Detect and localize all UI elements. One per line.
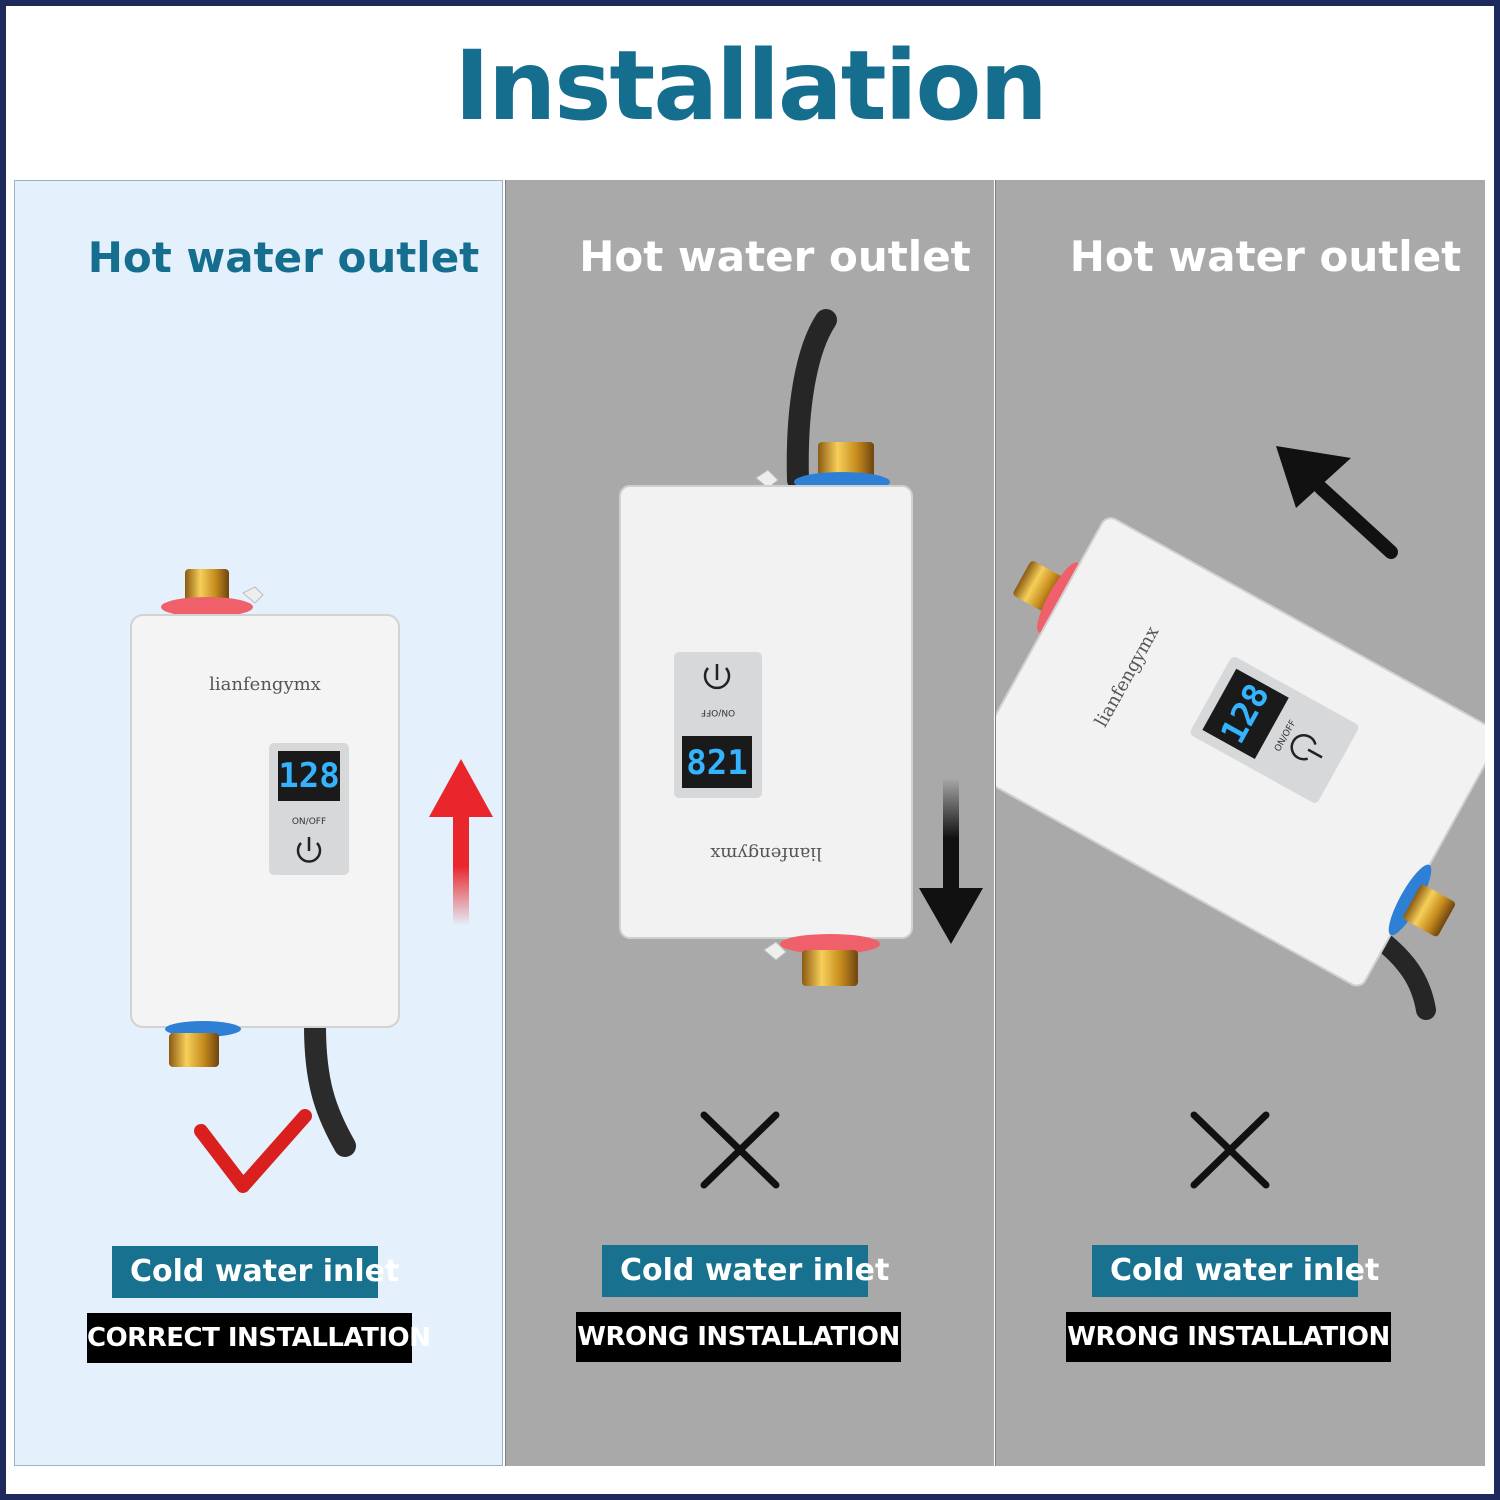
power-icon	[1290, 733, 1323, 761]
panel-wrong-installation-inverted: Hot water outlet ON/OFF 821 lianfengymx	[505, 180, 994, 1466]
verdict-label: WRONG INSTALLATION	[1066, 1312, 1391, 1362]
power-icon	[703, 664, 731, 690]
arrow-up-icon	[429, 759, 493, 926]
cold-fitting-icon	[818, 442, 874, 480]
hot-ring-icon	[161, 597, 253, 617]
onoff-label: ON/OFF	[292, 817, 326, 827]
heater-upright-illustration: lianfengymx 128 ON/OFF	[130, 569, 493, 1193]
cold-water-inlet-label: Cold water inlet	[602, 1245, 889, 1297]
cross-icon	[1190, 1111, 1270, 1189]
cross-icon	[700, 1111, 780, 1189]
cold-water-inlet-label: Cold water inlet	[1092, 1245, 1379, 1297]
hot-fitting-icon	[185, 569, 229, 605]
hot-ring-icon	[1037, 562, 1080, 633]
hot-ring-icon	[780, 934, 880, 954]
heater-tilted-illustration: lianfengymx 128 ON/OFF	[996, 446, 1485, 1189]
temperature-display: 821	[686, 743, 747, 783]
page-title: Installation	[454, 30, 1048, 142]
brand-label: lianfengymx	[710, 843, 822, 864]
onoff-label: ON/OFF	[701, 707, 735, 717]
cold-fitting-icon	[1403, 884, 1455, 937]
arrow-down-icon	[919, 778, 983, 944]
hot-water-outlet-label: Hot water outlet	[579, 232, 971, 281]
hot-water-outlet-label: Hot water outlet	[87, 233, 480, 282]
panel-correct-installation: Hot water outlet lianfengymx 128 ON/OFF	[14, 180, 503, 1466]
brand-label: lianfengymx	[209, 674, 321, 695]
verdict-label: CORRECT INSTALLATION	[87, 1313, 431, 1363]
hot-fitting-icon	[802, 950, 858, 986]
hot-water-outlet-label: Hot water outlet	[1069, 232, 1462, 281]
cold-ring-icon	[1388, 864, 1432, 936]
arrow-up-left-icon	[1276, 446, 1398, 559]
panel-wrong-installation-tilted: Hot water outlet lianfengymx 128 ON/OFF	[995, 180, 1485, 1466]
verdict-label: WRONG INSTALLATION	[576, 1312, 901, 1362]
heater-body	[130, 614, 400, 1028]
heater-inverted-illustration: ON/OFF 821 lianfengymx	[619, 309, 983, 1189]
power-icon	[296, 837, 322, 863]
check-icon	[194, 1109, 312, 1193]
temperature-display: 128	[278, 756, 339, 796]
cold-water-inlet-label: Cold water inlet	[112, 1246, 399, 1298]
heater-body	[619, 485, 913, 939]
cold-fitting-icon	[169, 1033, 219, 1067]
